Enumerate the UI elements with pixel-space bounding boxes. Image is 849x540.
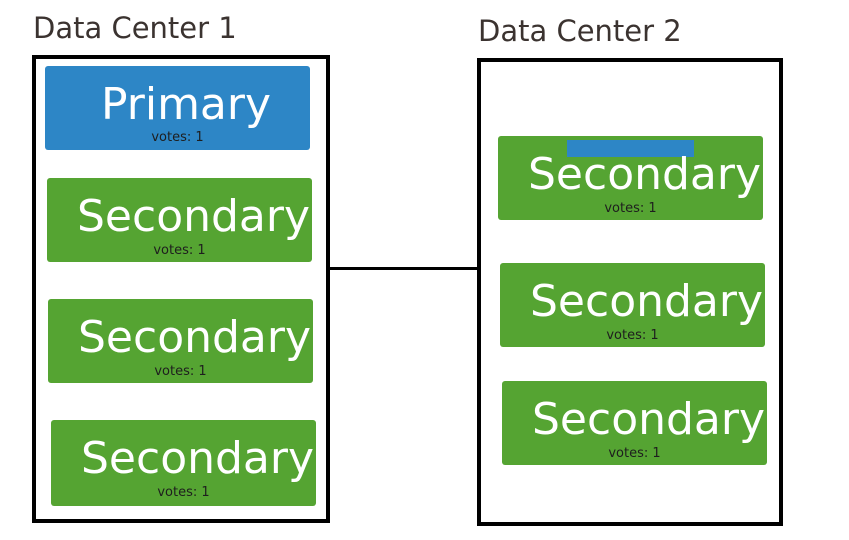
node-label: Secondary <box>77 191 311 242</box>
data-center-2-title: Data Center 2 <box>478 14 682 48</box>
primary-indicator-bar <box>567 140 694 157</box>
data-center-link <box>330 267 477 270</box>
node-votes: votes: 1 <box>604 201 657 216</box>
secondary-node: Secondary votes: 1 <box>498 136 763 220</box>
secondary-node: Secondary votes: 1 <box>48 299 313 383</box>
node-label: Secondary <box>530 276 764 327</box>
secondary-node: Secondary votes: 1 <box>47 178 312 262</box>
secondary-node: Secondary votes: 1 <box>502 381 767 465</box>
node-label: Primary <box>101 79 272 130</box>
node-label: Secondary <box>528 149 762 200</box>
node-label: Secondary <box>532 394 766 445</box>
secondary-node: Secondary votes: 1 <box>500 263 765 347</box>
node-votes: votes: 1 <box>606 328 659 343</box>
primary-node: Primary votes: 1 <box>45 66 310 150</box>
node-votes: votes: 1 <box>154 364 207 379</box>
node-votes: votes: 1 <box>151 130 204 145</box>
node-votes: votes: 1 <box>608 446 661 461</box>
node-votes: votes: 1 <box>157 485 210 500</box>
node-votes: votes: 1 <box>153 243 206 258</box>
node-label: Secondary <box>81 433 315 484</box>
data-center-1-title: Data Center 1 <box>33 11 237 45</box>
secondary-node: Secondary votes: 1 <box>51 420 316 506</box>
node-label: Secondary <box>78 312 312 363</box>
